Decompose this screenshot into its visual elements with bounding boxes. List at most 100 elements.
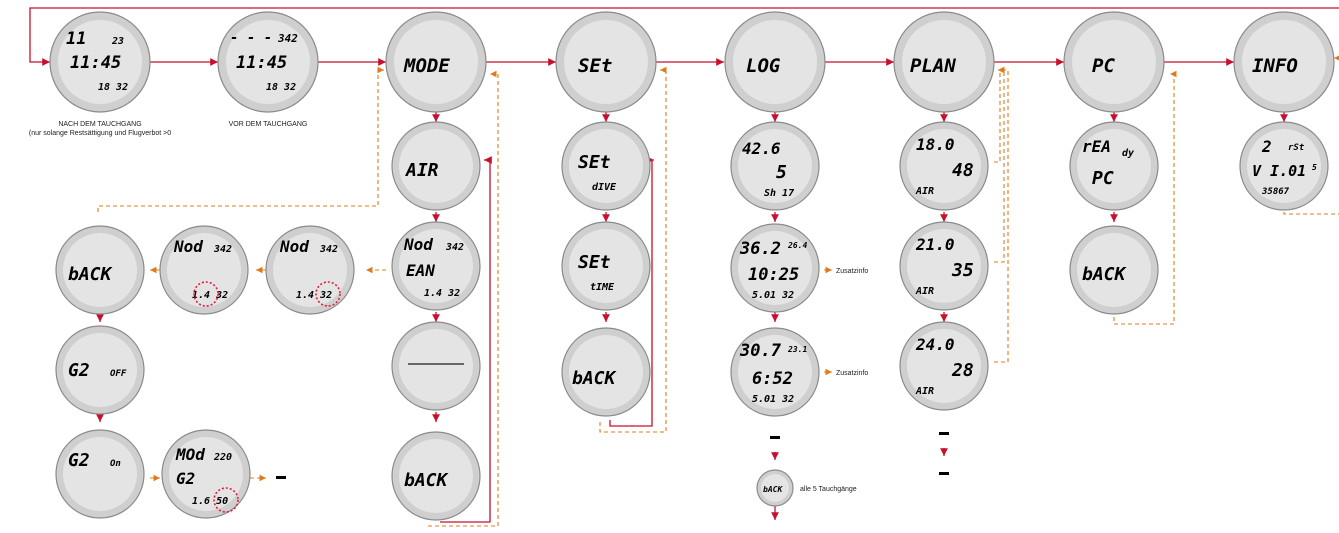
svg-text:2: 2 [1261,137,1272,156]
watch-face-pc-ready[interactable]: rEA dy PC [1069,121,1159,211]
label-extra-info-1: Zusatzinfo [836,268,868,275]
svg-text:- - -: - - - [230,30,272,46]
svg-text:35867: 35867 [1261,187,1290,197]
svg-text:35: 35 [951,260,974,281]
watch-face-log-1[interactable]: 42.6 5 Sh 17 [730,121,820,211]
svg-text:OFF: OFF [110,369,127,379]
svg-text:1.4 32: 1.4 32 [296,290,332,301]
svg-text:SEt: SEt [578,152,611,173]
watch-face-mod-g2[interactable]: MOd 220 G2 1.6 50 [161,429,251,519]
continuation-dash [770,436,780,439]
svg-text:23: 23 [111,36,124,47]
watch-face-log-2[interactable]: 36.2 26.4 10:25 5.01 32 [730,223,820,313]
svg-text:AIR: AIR [405,160,439,181]
watch-face-back-set[interactable]: bACK [561,327,651,417]
svg-text:5: 5 [1312,163,1317,172]
watch-face-air[interactable]: AIR [391,121,481,211]
svg-text:18 32: 18 32 [98,82,128,93]
svg-text:342: 342 [213,244,232,255]
svg-text:1.6 50: 1.6 50 [192,496,228,507]
watch-face-mod-ean[interactable]: Nod 342 EAN 1.4 32 [391,221,481,311]
svg-text:PC: PC [1092,55,1115,77]
continuation-dash [276,476,286,479]
svg-text:18.0: 18.0 [916,135,955,154]
watch-face-g2-off[interactable]: G2 OFF [55,325,145,415]
watch-face-back-left[interactable]: bACK [55,225,145,315]
watch-face-back-pc[interactable]: bACK [1069,225,1159,315]
continuation-dash [939,472,949,475]
watch-face-plan-1[interactable]: 18.0 48 AIR [899,121,989,211]
label-all-dives: alle 5 Tauchgänge [800,486,857,493]
watch-face-back-mode[interactable]: bACK [391,431,481,521]
watch-face-plan[interactable]: PLAN [893,11,995,113]
svg-text:Sh 17: Sh 17 [764,188,794,199]
svg-text:G2: G2 [68,360,90,381]
svg-text:dIVE: dIVE [592,182,617,193]
svg-text:36.2: 36.2 [739,239,781,259]
svg-text:26.4: 26.4 [787,241,807,250]
svg-text:bACK: bACK [1082,264,1128,285]
svg-text:bACK: bACK [68,264,114,285]
svg-text:AIR: AIR [915,186,934,197]
svg-text:PLAN: PLAN [910,55,956,77]
watch-face-plan-3[interactable]: 24.0 28 AIR [899,321,989,411]
watch-face-info[interactable]: INFO [1233,11,1335,113]
watch-face-pc[interactable]: PC [1063,11,1165,113]
watch-face-set-time[interactable]: SEt tIME [561,221,651,311]
svg-text:Nod: Nod [403,235,433,254]
svg-text:rSt: rSt [1288,143,1305,153]
svg-text:AIR: AIR [915,386,934,397]
svg-text:342: 342 [277,32,298,45]
watch-face-log-mini[interactable]: bACK [756,469,794,507]
svg-text:Nod: Nod [279,237,309,256]
svg-text:18 32: 18 32 [266,82,296,93]
svg-text:48: 48 [952,160,974,181]
svg-text:G2: G2 [176,469,195,488]
watch-face-after-dive: 11 23 11:45 18 32 [49,11,151,113]
svg-text:21.0: 21.0 [915,235,955,254]
svg-text:bACK: bACK [763,485,783,494]
svg-text:342: 342 [319,244,338,255]
svg-text:11: 11 [66,29,86,49]
svg-text:11:45: 11:45 [70,53,121,73]
svg-text:LOG: LOG [746,55,781,77]
watch-face-mode[interactable]: MODE [385,11,487,113]
watch-face-log-3[interactable]: 30.7 23.1 6:52 5.01 32 [730,327,820,417]
watch-face-set[interactable]: SEt [555,11,657,113]
svg-text:bACK: bACK [404,470,450,491]
svg-text:11:45: 11:45 [236,53,287,73]
svg-text:rEA: rEA [1082,137,1111,156]
svg-text:AIR: AIR [915,286,934,297]
svg-text:EAN: EAN [406,261,435,280]
label-after-dive: NACH DEM TAUCHGANG [58,121,141,128]
watch-face-mod-1[interactable]: Nod 342 1.4 32 [265,225,355,315]
watch-face-log[interactable]: LOG [724,11,826,113]
watch-face-before-dive: - - - 342 11:45 18 32 [217,11,319,113]
watch-face-set-dive[interactable]: SEt dIVE [561,121,651,211]
svg-text:tIME: tIME [590,282,615,293]
svg-text:5: 5 [776,162,787,183]
svg-text:On: On [110,459,121,469]
svg-text:342: 342 [445,242,464,253]
svg-text:Nod: Nod [173,237,203,256]
svg-text:28: 28 [951,360,974,381]
label-before-dive: VOR DEM TAUCHGANG [229,121,308,128]
watch-face-plan-2[interactable]: 21.0 35 AIR [899,221,989,311]
watch-face-mod-2[interactable]: Nod 342 1.4 32 [159,225,249,315]
return-flow-arrows [97,54,1339,527]
svg-text:SEt: SEt [578,252,611,273]
svg-text:1.4 32: 1.4 32 [424,288,460,299]
svg-text:V I.01: V I.01 [1252,162,1306,180]
svg-text:1.4 32: 1.4 32 [192,290,228,301]
svg-text:6:52: 6:52 [752,369,793,389]
watch-face-info-2[interactable]: 2 rSt V I.01 5 35867 [1239,121,1329,211]
svg-text:220: 220 [213,452,232,463]
svg-text:23.1: 23.1 [787,345,807,354]
watch-face-g2-on[interactable]: G2 On [55,429,145,519]
svg-text:24.0: 24.0 [915,335,955,354]
svg-text:42.6: 42.6 [742,139,781,158]
label-after-dive-note: (nur solange Restsättigung und Flugverbo… [29,130,171,137]
svg-text:PC: PC [1092,168,1114,189]
svg-text:SEt: SEt [578,55,612,77]
